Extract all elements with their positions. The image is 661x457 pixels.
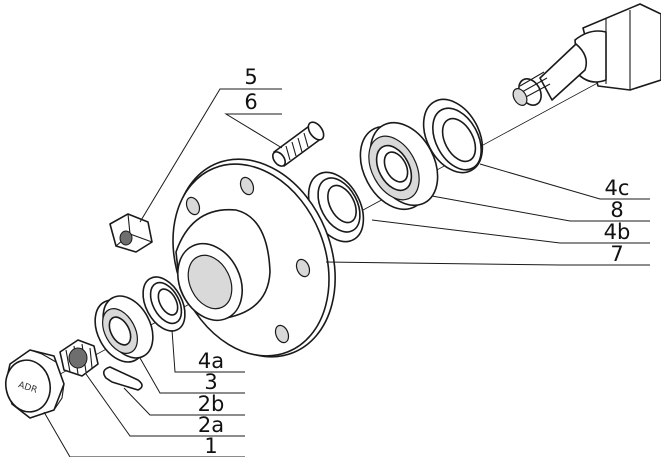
hub-cap-1: ADR [5, 349, 65, 419]
seal-ring-4a [142, 276, 186, 332]
leader-4b [371, 219, 650, 244]
hub-flange-7 [172, 158, 336, 358]
callout-5: 5 [244, 65, 257, 89]
leader-7 [325, 261, 650, 266]
stub-axle [512, 3, 661, 106]
castle-nut-2a [59, 339, 99, 377]
callout-2a: 2a [198, 413, 224, 437]
callout-4b: 4b [604, 220, 631, 244]
wheel-nut-5 [109, 213, 153, 253]
callout-labels: 5 6 4c 8 4b 7 4a 3 2b 2a 1 [198, 65, 631, 457]
leader-lines [43, 88, 650, 457]
leader-8 [431, 195, 650, 222]
callout-1: 1 [204, 434, 217, 457]
callout-7: 7 [610, 242, 623, 266]
leader-5 [139, 88, 282, 223]
callout-4a: 4a [198, 349, 224, 373]
leader-4c [479, 163, 650, 200]
leader-2a [85, 373, 245, 437]
callout-6: 6 [244, 90, 257, 114]
outer-bearing-8 [359, 121, 439, 211]
callout-3: 3 [204, 370, 217, 394]
seal-ring-4c [422, 98, 484, 174]
leader-2b [123, 387, 245, 416]
leader-1 [43, 411, 245, 457]
leader-4a [171, 329, 245, 373]
split-pin-2b [102, 366, 143, 391]
leader-3 [139, 357, 245, 394]
wheel-stud-6 [271, 121, 325, 167]
callout-2b: 2b [198, 392, 225, 416]
callout-8: 8 [610, 198, 623, 222]
leader-6 [224, 113, 283, 149]
callout-4c: 4c [605, 176, 630, 200]
inner-bearing-3 [94, 295, 154, 363]
